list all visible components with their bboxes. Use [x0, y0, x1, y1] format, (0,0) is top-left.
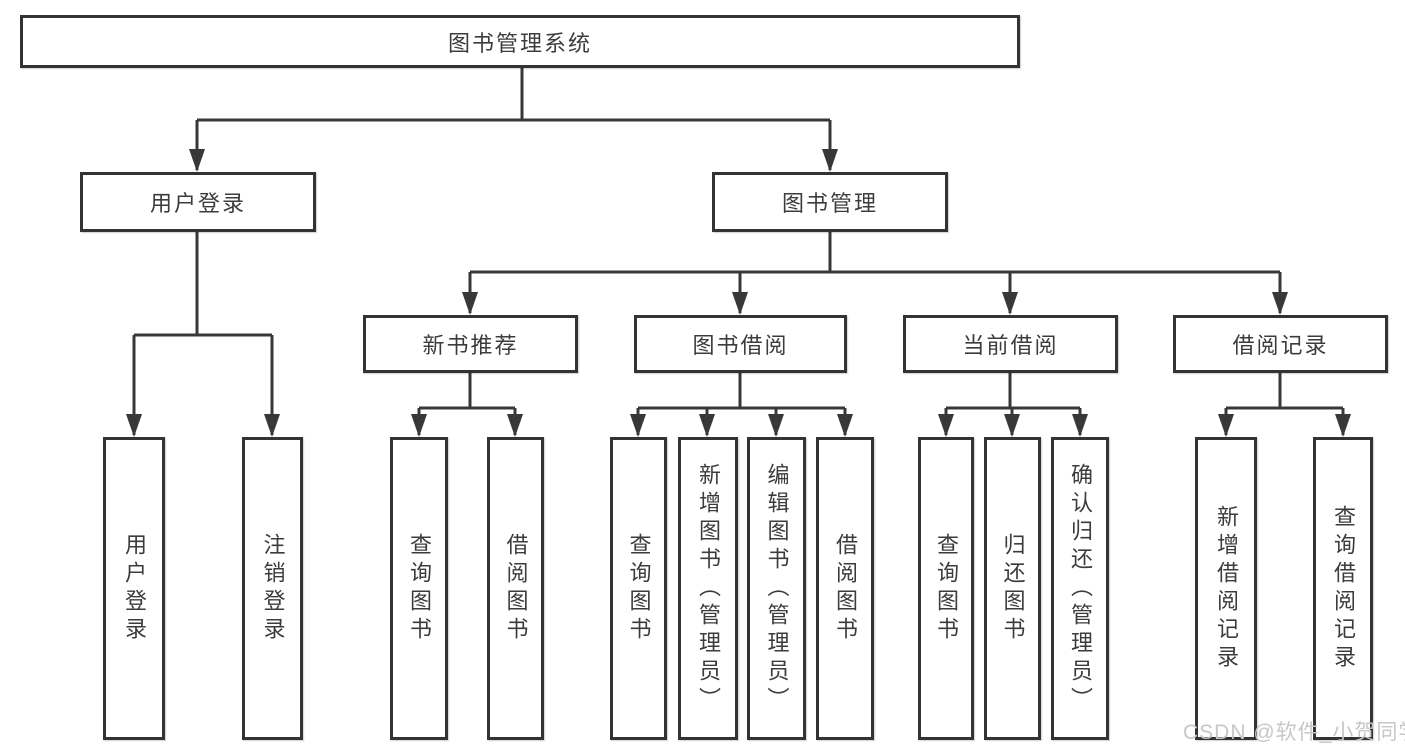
leaf-label: 用户登录: [122, 532, 147, 645]
leaf-query-borrow-record: 查询借阅记录: [1313, 437, 1373, 740]
node-book-management: 图书管理: [712, 172, 948, 232]
leaf-label: 编辑图书（管理员）: [764, 462, 790, 715]
leaf-user-login: 用户登录: [103, 437, 165, 740]
leaf-query-books-3: 查询图书: [918, 437, 974, 740]
leaf-label: 新增借阅记录: [1214, 504, 1239, 673]
leaf-label: 查询图书: [934, 532, 959, 645]
arrowhead-icon: [411, 414, 427, 437]
leaf-edit-book-admin: 编辑图书（管理员）: [747, 437, 806, 740]
node-current-borrow: 当前借阅: [903, 315, 1118, 373]
arrowhead-icon: [630, 414, 646, 437]
leaf-label: 借阅图书: [833, 532, 858, 645]
leaf-add-borrow-record: 新增借阅记录: [1195, 437, 1257, 740]
arrowhead-icon: [1335, 414, 1351, 437]
leaf-label: 查询图书: [626, 532, 652, 645]
leaf-confirm-return-admin: 确认归还（管理员）: [1051, 437, 1109, 740]
node-label: 图书借阅: [692, 333, 789, 358]
leaf-borrow-books-2: 借阅图书: [816, 437, 874, 740]
node-label: 当前借阅: [962, 333, 1059, 358]
leaf-query-books-2: 查询图书: [610, 437, 667, 740]
arrowhead-icon: [732, 292, 748, 315]
arrowhead-icon: [264, 414, 280, 437]
leaf-label: 查询图书: [407, 532, 432, 645]
arrowhead-icon: [126, 414, 142, 437]
arrowhead-icon: [822, 149, 838, 172]
node-new-book-recommend: 新书推荐: [363, 315, 578, 373]
arrowhead-icon: [837, 414, 853, 437]
node-user-login: 用户登录: [80, 172, 316, 232]
node-borrow-records: 借阅记录: [1173, 315, 1388, 373]
node-book-borrow: 图书借阅: [634, 315, 847, 373]
arrowhead-icon: [507, 414, 523, 437]
arrowhead-icon: [189, 149, 205, 172]
leaf-logout: 注销登录: [242, 437, 303, 740]
leaf-borrow-books-1: 借阅图书: [487, 437, 544, 740]
node-label: 图书管理系统: [447, 30, 592, 56]
arrowhead-icon: [1072, 414, 1088, 437]
node-label: 图书管理: [781, 191, 878, 216]
leaf-query-books-1: 查询图书: [390, 437, 448, 740]
arrowhead-icon: [1002, 292, 1018, 315]
leaf-return-book: 归还图书: [984, 437, 1041, 740]
arrowhead-icon: [1218, 414, 1234, 437]
leaf-label: 注销登录: [260, 532, 286, 645]
leaf-label: 归还图书: [1000, 532, 1026, 645]
leaf-label: 借阅图书: [503, 532, 529, 645]
arrowhead-icon: [1272, 292, 1288, 315]
leaf-label: 查询借阅记录: [1331, 504, 1356, 673]
node-label: 借阅记录: [1232, 333, 1329, 358]
leaf-label: 确认归还（管理员）: [1068, 462, 1093, 715]
arrowhead-icon: [1004, 414, 1020, 437]
node-label: 用户登录: [149, 191, 246, 216]
node-library-system: 图书管理系统: [20, 15, 1020, 68]
arrowhead-icon: [462, 292, 478, 315]
arrowhead-icon: [699, 414, 715, 437]
node-label: 新书推荐: [422, 333, 519, 358]
arrowhead-icon: [938, 414, 954, 437]
arrowhead-icon: [768, 414, 784, 437]
leaf-add-book-admin: 新增图书（管理员）: [678, 437, 738, 740]
watermark: CSDN @软件_小贺同学: [1183, 721, 1405, 744]
leaf-label: 新增图书（管理员）: [696, 462, 721, 715]
